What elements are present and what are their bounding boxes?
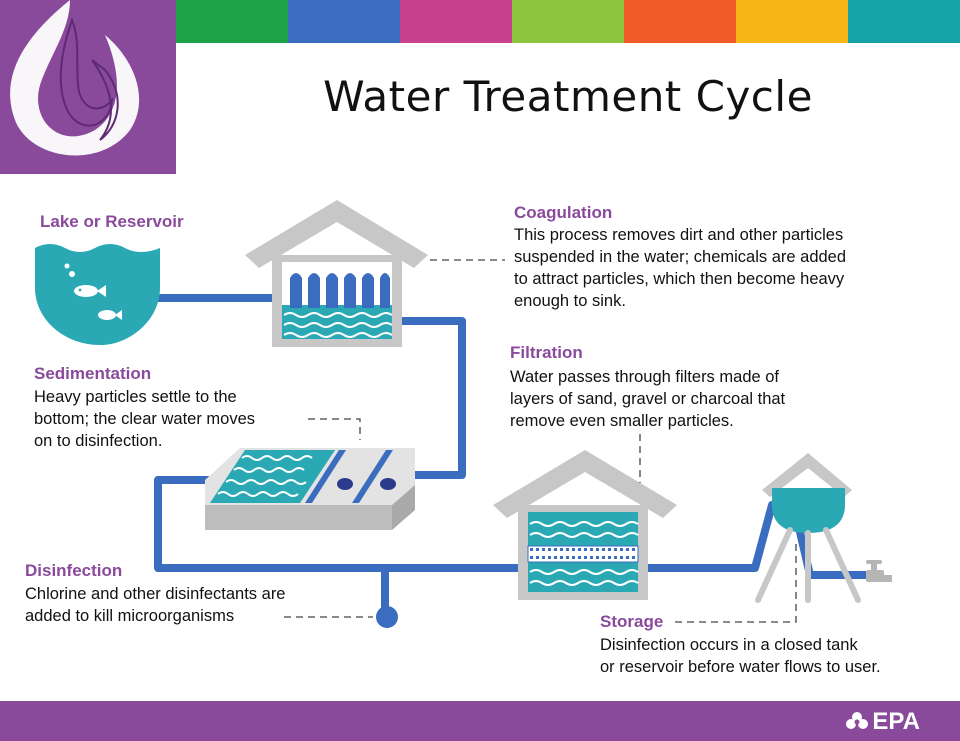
water-tower-icon [755,453,861,603]
coagulation-house-icon [245,200,428,347]
epa-flower-icon [846,712,869,729]
coagulation-title: Coagulation [514,203,613,222]
footer-bar [0,701,960,741]
disinfection-description: Chlorine and other disinfectants are add… [25,585,286,625]
coagulation-description: This process removes dirt and other part… [514,226,847,310]
fish-icon [98,310,122,320]
sedimentation-description: Heavy particles settle to the bottom; th… [34,388,256,450]
leader-storage [675,540,797,623]
faucet-icon [866,560,892,582]
pipe-sedimentation-to-filtration [154,476,544,572]
color-bar-segment [288,0,400,43]
water-drop-icon [0,0,176,174]
filtration-description: Water passes through filters made of lay… [510,368,786,430]
color-bar [176,0,960,43]
pipe-coagulation-to-sedimentation [391,317,466,479]
page-title: Water Treatment Cycle [323,72,813,121]
disinfection-title: Disinfection [25,561,123,580]
leader-lines [284,259,797,623]
leader-sedimentation [308,418,361,440]
storage-description: Disinfection occurs in a closed tank or … [600,636,881,676]
color-bar-segment [624,0,736,43]
color-bar-segment [848,0,960,43]
color-bar-segment [512,0,624,43]
filtration-house-icon [493,450,677,600]
disinfection-injection-point [376,606,398,628]
color-bar-segment [736,0,848,43]
filtration-title: Filtration [510,343,583,362]
pipes [146,294,874,616]
lake-reservoir [35,244,160,345]
storage-title: Storage [600,612,664,631]
epa-logo-text: EPA [872,708,920,735]
water-drop-logo [0,0,176,174]
lake-title: Lake or Reservoir [40,212,184,231]
fish-icon [74,285,106,297]
epa-logo: EPA [845,708,920,736]
sedimentation-basin-icon [205,448,415,530]
color-bar-segment [176,0,288,43]
color-bar-segment [400,0,512,43]
sedimentation-title: Sedimentation [34,364,152,383]
